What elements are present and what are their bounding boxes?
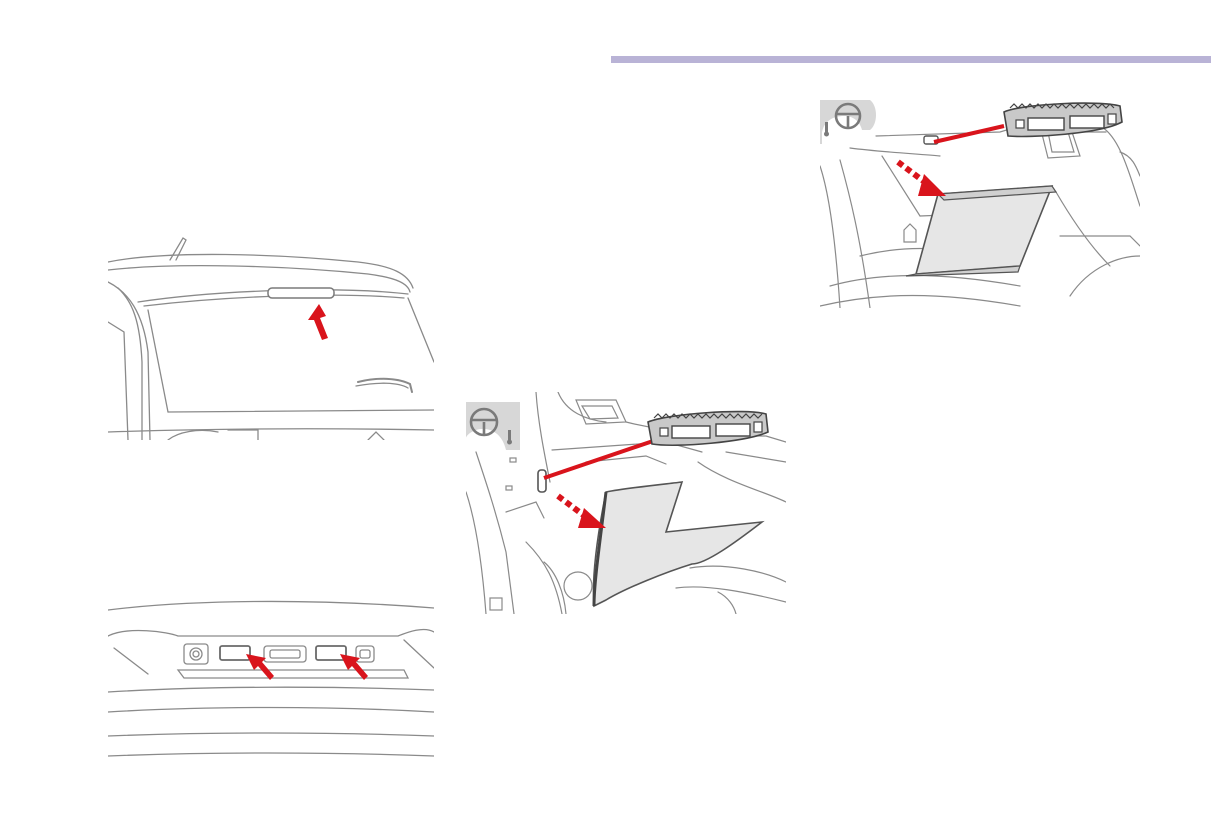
dashed-arrow-icon <box>558 496 606 528</box>
fusebox-cover-panel <box>916 186 1052 274</box>
third-brake-lamp <box>268 288 334 298</box>
plate-lamp-left <box>220 646 250 660</box>
arrow-icon <box>246 654 274 680</box>
arrow-up-icon <box>308 304 328 340</box>
figure-tailgate-lamps <box>108 596 434 760</box>
steering-wheel-icon <box>466 402 520 450</box>
fuse-removal-tool-icon <box>648 412 768 446</box>
steering-wheel-icon <box>820 100 876 144</box>
plate-lamp-right <box>316 646 346 660</box>
dashed-arrow-icon <box>898 162 946 196</box>
section-divider <box>611 56 1211 63</box>
figure-rhd-fusebox <box>820 96 1140 308</box>
figure-lhd-fusebox <box>466 392 786 614</box>
figure-rear-window <box>108 232 434 440</box>
